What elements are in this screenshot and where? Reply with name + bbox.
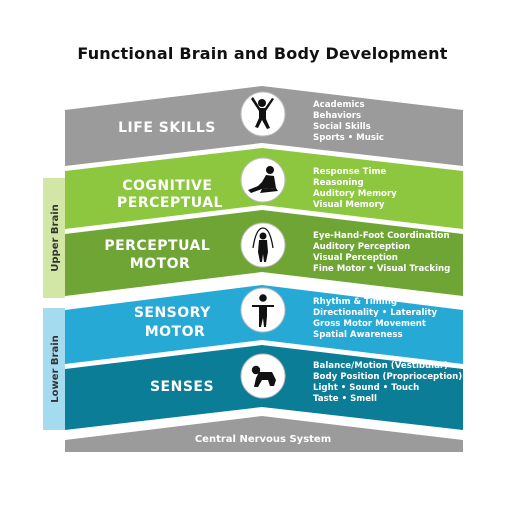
tier-item: Gross Motor Movement	[313, 319, 426, 329]
diagram-title: Functional Brain and Body Development	[77, 44, 448, 63]
svg-text:Academics Behaviors So: Academics Behaviors Social Skills Sports…	[313, 100, 384, 143]
tier-item: Taste • Smell	[313, 394, 377, 404]
tier-item: Response Time	[313, 167, 386, 177]
central-nervous-system-band	[65, 416, 463, 452]
tier-title: LIFE SKILLS	[118, 120, 216, 136]
tier-item: Auditory Memory	[313, 189, 397, 199]
tier-item: Sports • Music	[313, 133, 384, 143]
jump-rope-child-icon	[240, 222, 286, 268]
tier-item: Rhythm & Timing	[313, 297, 397, 307]
svg-text:SENSORY MOTOR: SENSORY MOTOR	[134, 305, 216, 340]
svg-text:COGNITIVE PERCEPTUAL: COGNITIVE PERCEPTUAL	[117, 178, 223, 211]
tier-item: Academics	[313, 100, 365, 110]
tier-item: Behaviors	[313, 111, 361, 121]
tier-title: PERCEPTUAL	[104, 238, 210, 254]
tier-item: Auditory Perception	[313, 242, 410, 252]
upper-brain-bar	[43, 178, 65, 298]
svg-text:Eye-Hand-Foot Coordination: Eye-Hand-Foot Coordination Auditory Perc…	[313, 231, 453, 274]
svg-text:PERCEPTUAL MOTOR: PERCEPTUAL MOTOR	[104, 238, 215, 272]
lower-brain-label: Lower Brain	[50, 335, 61, 403]
tier-title: SENSES	[150, 379, 214, 395]
tier-title-line-2: PERCEPTUAL	[117, 195, 223, 211]
svg-text:Response Time Reasoning: Response Time Reasoning Auditory Memory …	[313, 167, 400, 210]
tier-item: Visual Perception	[313, 253, 398, 263]
tier-item: Light • Sound • Touch	[313, 383, 419, 393]
tier-item: Fine Motor • Visual Tracking	[313, 264, 450, 274]
tier-item: Visual Memory	[313, 200, 385, 210]
svg-text:Rhythm & Timing Directiona: Rhythm & Timing Directionality • Lateral…	[313, 297, 440, 340]
tier-item: Social Skills	[313, 122, 371, 132]
tier-item: Reasoning	[313, 178, 364, 188]
central-nervous-system-label: Central Nervous System	[195, 434, 331, 445]
tier-title: SENSORY	[134, 305, 211, 321]
tier-item: Spatial Awareness	[313, 330, 403, 340]
balancing-child-icon	[240, 287, 286, 333]
crawling-baby-icon	[240, 353, 286, 399]
tier-item: Directionality • Laterality	[313, 308, 437, 318]
sitting-child-icon	[240, 157, 286, 203]
tier-item: Eye-Hand-Foot Coordination	[313, 231, 450, 241]
tier-title-line-2: MOTOR	[145, 324, 206, 340]
tier-title-line-2: MOTOR	[130, 256, 191, 272]
lower-brain-bar	[43, 308, 65, 430]
tier-title: COGNITIVE	[122, 178, 212, 194]
tier-item: Body Position (Proprioception)	[313, 372, 462, 382]
upper-brain-label: Upper Brain	[50, 204, 61, 271]
jumping-child-icon	[240, 91, 286, 137]
svg-text:Balance/Motion (Vestibular): Balance/Motion (Vestibular) Body Positio…	[313, 361, 465, 404]
tier-item: Balance/Motion (Vestibular)	[313, 361, 448, 371]
